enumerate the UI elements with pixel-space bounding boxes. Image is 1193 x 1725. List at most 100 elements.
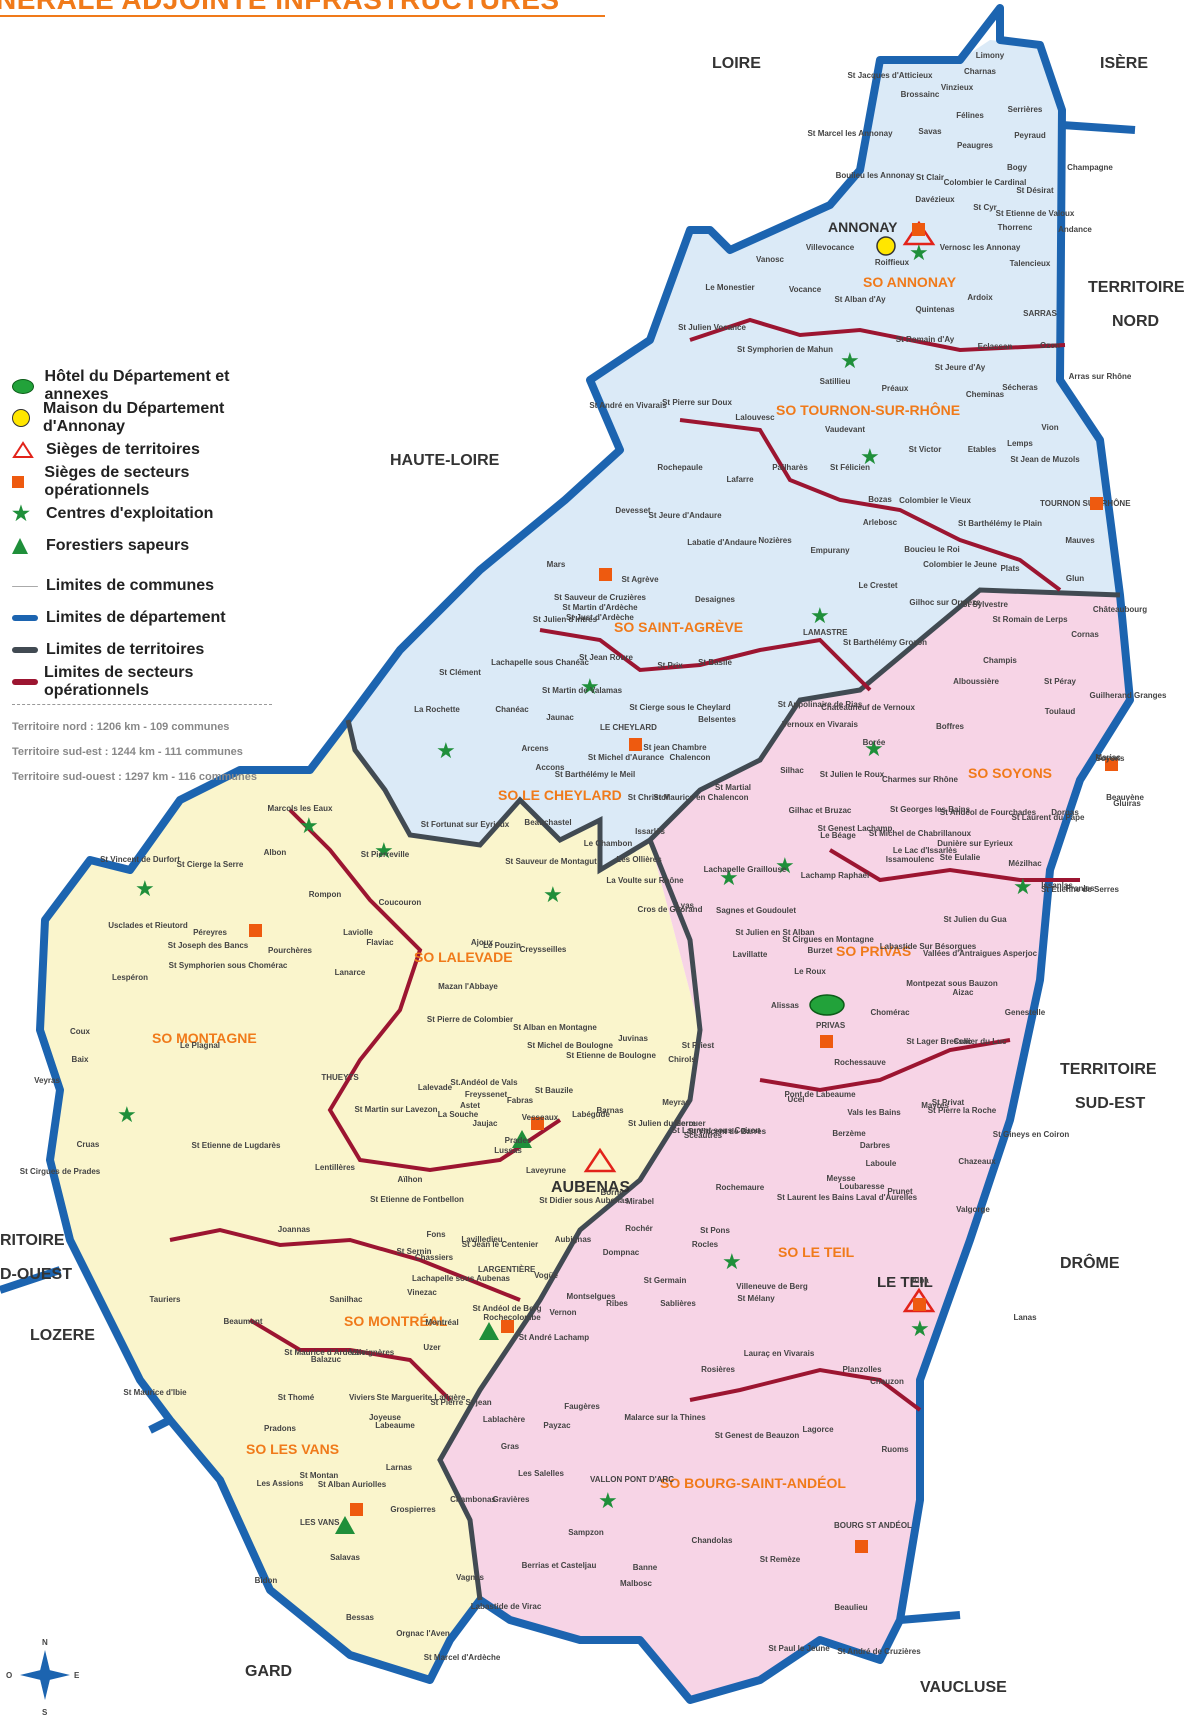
commune-label: Silhac	[780, 766, 804, 775]
commune-label: Rochepaule	[657, 463, 703, 472]
label-territory-sudouest: RITOIRE	[0, 1232, 65, 1249]
commune-label: Pradons	[264, 1424, 297, 1433]
sector-lalevade: SO LALEVADE	[414, 949, 513, 965]
sector-annonay: SO ANNONAY	[863, 274, 957, 290]
commune-label: La Souche	[438, 1110, 479, 1119]
commune-label: Rosières	[701, 1365, 735, 1374]
commune-label: St Priest	[682, 1041, 715, 1050]
commune-label: Loubaresse	[840, 1182, 885, 1191]
commune-label: Jaujac	[473, 1119, 498, 1128]
commune-label: St Barthélémy Grozon	[843, 638, 927, 647]
commune-label: St Sernin	[396, 1247, 431, 1256]
green-star-icon: ★	[12, 503, 30, 525]
commune-label: St Mélany	[737, 1294, 775, 1303]
commune-label: St André en Vivarais	[589, 401, 667, 410]
commune-label: Cruas	[77, 1140, 100, 1149]
commune-label: Vion	[1041, 423, 1058, 432]
commune-label: St Sauveur de Cruzières	[554, 593, 647, 602]
star-icon: ★	[436, 738, 456, 763]
commune-label: Ruoms	[881, 1445, 909, 1454]
star-icon: ★	[135, 876, 155, 901]
commune-label: Roiffieux	[875, 258, 910, 267]
label-territory-sudest-2: SUD-EST	[1075, 1095, 1145, 1112]
commune-label: St Privat	[932, 1098, 965, 1107]
commune-label: Juvinas	[618, 1034, 648, 1043]
territory-border-nord-south	[345, 587, 1121, 875]
commune-label: St Pierreville	[361, 850, 410, 859]
commune-label: Issanlas	[1041, 881, 1073, 890]
commune-label: St Etienne de Valoux	[996, 209, 1075, 218]
commune-label: St jean Chambre	[643, 743, 707, 752]
star-icon: ★	[598, 1488, 618, 1513]
commune-label: St André Lachamp	[519, 1333, 589, 1342]
commune-label: St Julien du Gua	[943, 915, 1007, 924]
commune-label: St Maurice en Chalencon	[653, 793, 748, 802]
commune-label: Devesset	[615, 506, 650, 515]
commune-label: Les Assions	[257, 1479, 304, 1488]
commune-label: St Jacques d'Atticieux	[847, 71, 933, 80]
commune-label: Glun	[1066, 574, 1084, 583]
commune-label: Alissas	[771, 1001, 800, 1010]
centres-exploitation: ★ ★ ★ ★ ★ ★ ★ ★ ★ ★ ★ ★ ★ ★ ★ ★ ★ ★	[117, 240, 1033, 1513]
commune-label: Meyras	[662, 1098, 690, 1107]
commune-label: St Symphorien de Mahun	[737, 345, 833, 354]
commune-label: St Michel de Boulogne	[527, 1041, 613, 1050]
commune-label: Le Plagnal	[180, 1041, 220, 1050]
commune-label: Soyons	[1096, 754, 1125, 763]
legend-item: Sièges de territoires	[12, 434, 287, 466]
commune-label: Lachapelle Graillouse	[704, 865, 787, 874]
commune-label: Charmes sur Rhône	[882, 775, 959, 784]
commune-label: SARRAS	[1023, 309, 1057, 318]
commune-label: St Alban en Montagne	[513, 1023, 597, 1032]
commune-label: Mézilhac	[1008, 859, 1042, 868]
siege-secteur-bourg	[855, 1540, 868, 1553]
commune-label: Gilhoc sur Ormèze	[909, 598, 981, 607]
legend-item: Limites de communes	[12, 570, 287, 602]
commune-label: Andance	[1058, 225, 1092, 234]
commune-label: Flaviac	[366, 938, 394, 947]
commune-label: Ardoix	[967, 293, 993, 302]
town-annonay: ANNONAY	[828, 219, 898, 235]
territory-sud-est-area	[440, 590, 1130, 1700]
commune-label: Lalevade	[418, 1083, 453, 1092]
commune-label: Pourchères	[268, 946, 313, 955]
commune-label: Le Roux	[794, 967, 826, 976]
commune-label: St Montan	[300, 1471, 339, 1480]
territory-border-southwest-southeast	[437, 839, 703, 1601]
commune-label: Davézieux	[915, 195, 955, 204]
commune-label: St Maurice d'Ibie	[123, 1388, 187, 1397]
star-icon: ★	[374, 838, 394, 863]
commune-label: Issarlès	[635, 827, 665, 836]
commune-label: THUEYTS	[321, 1073, 359, 1082]
siege-secteur-le-teil	[913, 1298, 926, 1311]
commune-label: Chandolas	[692, 1536, 733, 1545]
label-lozere: LOZERE	[30, 1327, 95, 1344]
commune-label: St Laurent les Bains Laval d'Aurelles	[777, 1193, 918, 1202]
commune-label: Ste Eulalie	[940, 853, 981, 862]
sector-border	[169, 1227, 521, 1302]
commune-label: St Pierre sur Doux	[662, 398, 732, 407]
commune-label: Valvignères	[350, 1348, 395, 1357]
commune-label: Belsentes	[698, 715, 736, 724]
department-border	[36, 4, 1134, 1704]
blue-line-icon	[12, 615, 38, 621]
commune-label: Dornas	[1051, 808, 1079, 817]
commune-label: Gluiras	[1113, 799, 1141, 808]
commune-label: Labastide Sur Bésorgues	[880, 942, 977, 951]
commune-label: Le Monestier	[705, 283, 754, 292]
commune-label: Mariac	[1095, 753, 1121, 762]
commune-label: Thorrenc	[998, 223, 1033, 232]
commune-label: St Julien Vocance	[678, 323, 746, 332]
commune-label: Cros de Géorand	[638, 905, 703, 914]
star-icon: ★	[840, 348, 860, 373]
commune-label: Félines	[956, 111, 984, 120]
commune-label: St Martin de Valamas	[542, 686, 623, 695]
commune-label: Sagnes et Goudoulet	[716, 906, 796, 915]
label-drome: DRÔME	[1060, 1253, 1120, 1272]
commune-label: Fons	[426, 1230, 446, 1239]
commune-label: Ozon	[1040, 341, 1060, 350]
commune-label: St Martial	[715, 783, 751, 792]
commune-label: Sécheras	[1002, 383, 1038, 392]
orange-square-icon	[12, 476, 24, 488]
commune-label: Malarce sur la Thines	[624, 1413, 706, 1422]
